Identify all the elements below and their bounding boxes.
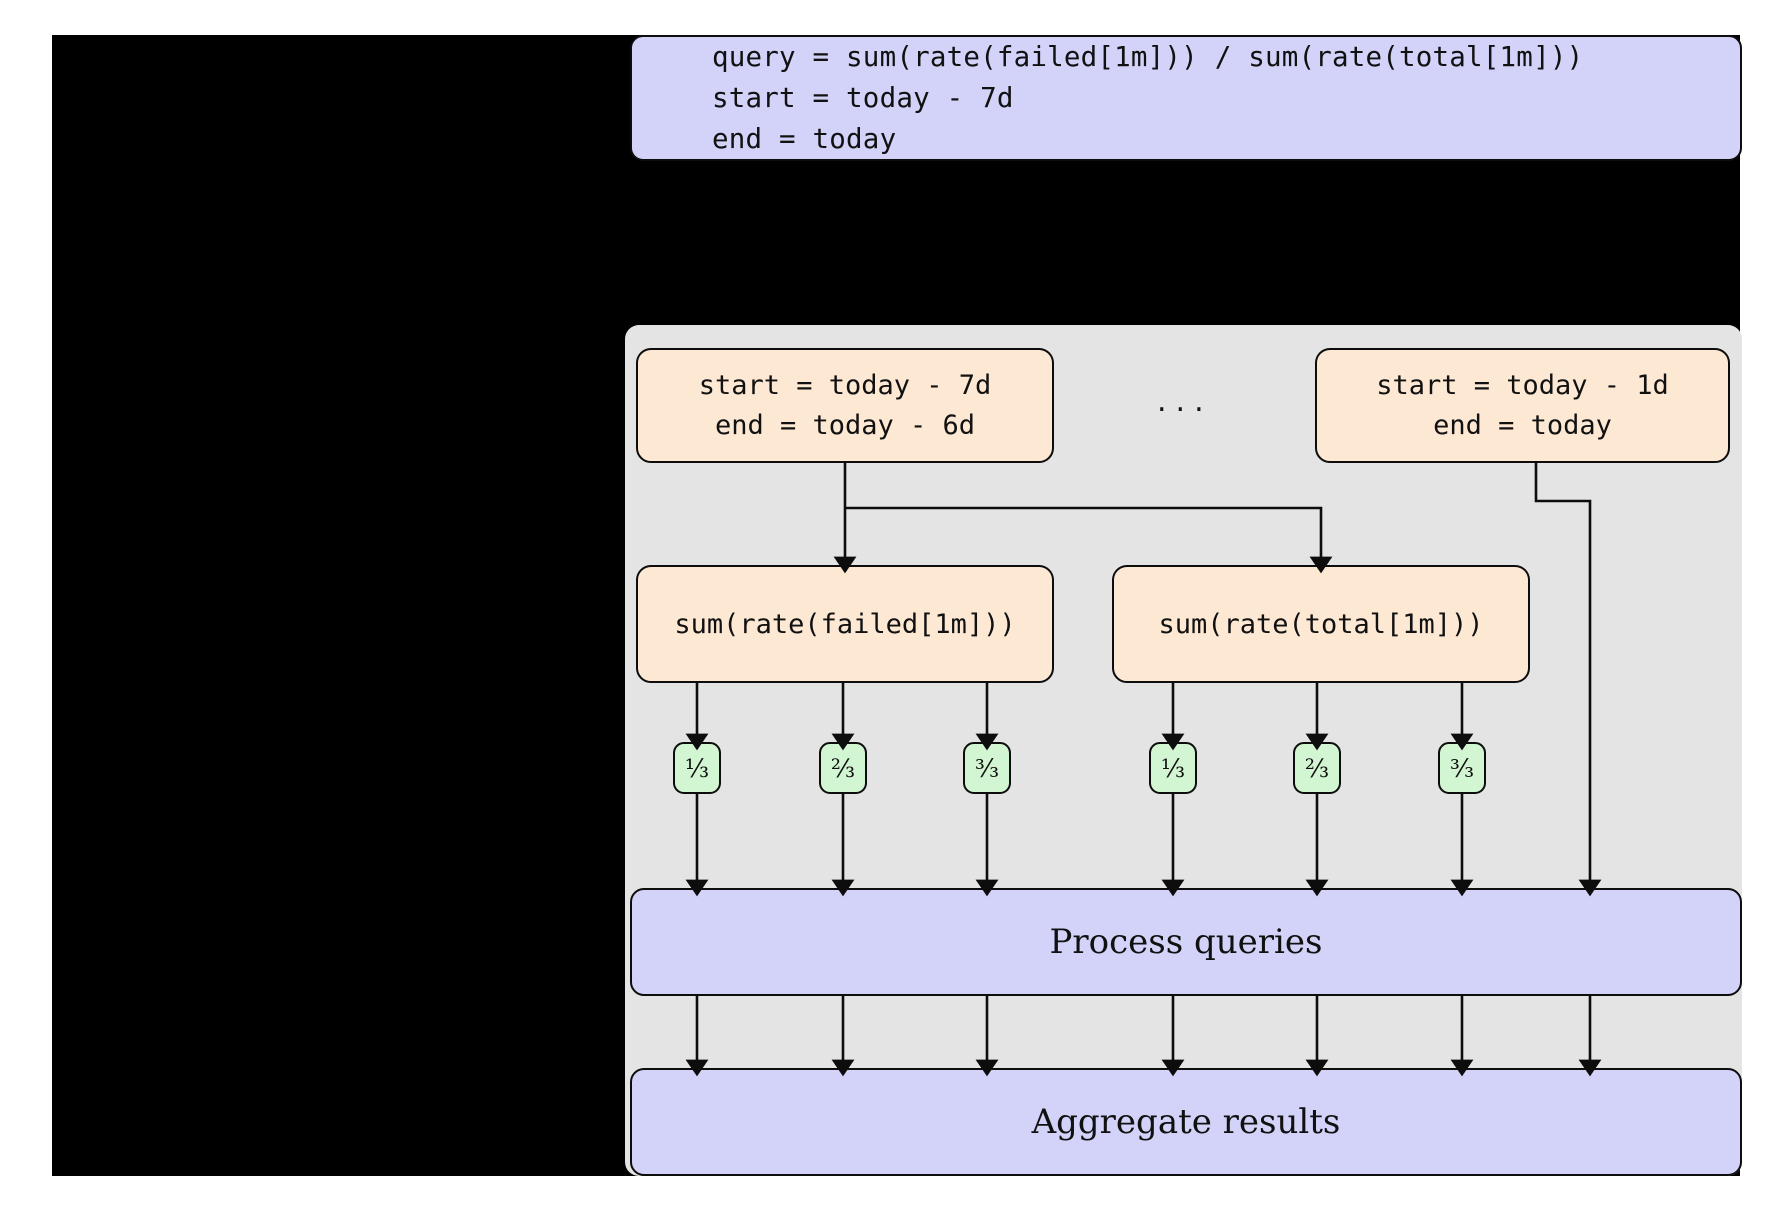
range-last-line-1: start = today - 1d — [1376, 369, 1669, 401]
range-first-line-2: end = today - 6d — [714, 409, 976, 441]
query-line-1: query = sum(rate(failed[1m])) / sum(rate… — [712, 40, 1584, 73]
time-range-box-last: start = today - 1d end = today — [1315, 348, 1730, 463]
chunk-badge-total-1-label: ⅓ — [1160, 753, 1186, 783]
aggregate-results-box: Aggregate results — [630, 1068, 1742, 1176]
aggregate-results-label: Aggregate results — [1031, 1102, 1341, 1142]
range-last-line-2: end = today — [1433, 409, 1612, 441]
range-first-line-1: start = today - 7d — [698, 369, 992, 401]
chunk-badge-total-1: ⅓ — [1149, 742, 1197, 794]
process-queries-label: Process queries — [1049, 922, 1323, 962]
metric-total-label: sum(rate(total[1m])) — [1158, 608, 1484, 640]
metric-box-total: sum(rate(total[1m])) — [1112, 565, 1530, 683]
metric-failed-label: sum(rate(failed[1m])) — [674, 608, 1016, 640]
chunk-badge-total-3-label: ³⁄₃ — [1449, 753, 1475, 783]
chunk-badge-failed-3-label: ³⁄₃ — [974, 753, 1000, 783]
metric-box-failed: sum(rate(failed[1m])) — [636, 565, 1054, 683]
chunk-badge-failed-1-label: ⅓ — [684, 753, 710, 783]
ellipsis-separator: ... — [1157, 384, 1213, 419]
query-line-2: start = today - 7d — [712, 81, 1014, 114]
chunk-badge-failed-1: ⅓ — [673, 742, 721, 794]
original-query-box: query = sum(rate(failed[1m])) / sum(rate… — [630, 35, 1742, 161]
chunk-badge-failed-2-label: ⅔ — [830, 753, 856, 783]
time-range-box-first: start = today - 7d end = today - 6d — [636, 348, 1054, 463]
chunk-badge-failed-2: ⅔ — [819, 742, 867, 794]
chunk-badge-failed-3: ³⁄₃ — [963, 742, 1011, 794]
chunk-badge-total-2: ⅔ — [1293, 742, 1341, 794]
chunk-badge-total-2-label: ⅔ — [1304, 753, 1330, 783]
query-line-3: end = today — [712, 122, 897, 155]
process-queries-box: Process queries — [630, 888, 1742, 996]
chunk-badge-total-3: ³⁄₃ — [1438, 742, 1486, 794]
